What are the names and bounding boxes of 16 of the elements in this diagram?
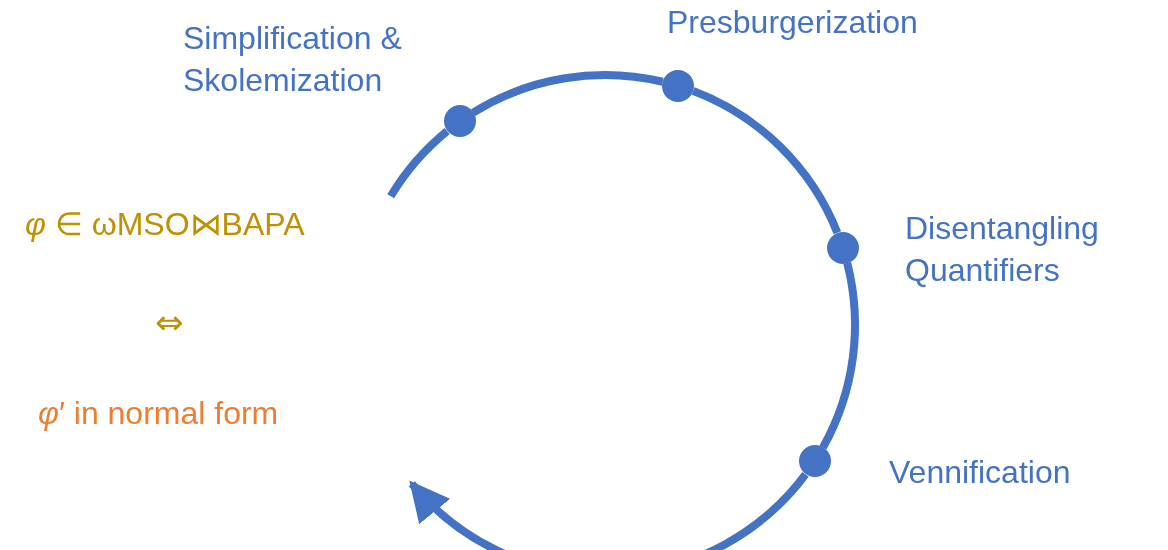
arc-line [471,71,664,117]
arc-line [387,128,450,199]
arc-line [819,262,859,450]
formula-text: φ′ in normal form [38,394,279,433]
step-label: Presburgerization [667,3,919,42]
step-dot [798,445,831,478]
arc-line [691,87,841,235]
equivalence-symbol: ⇔ [155,301,184,344]
arrow [408,471,809,550]
step-dot [826,231,859,264]
formula-text: φ ∈ ωMSO⋈BAPA [25,205,305,244]
step-dot [443,105,476,138]
step-label: Disentangling Quantifiers [905,209,1100,290]
step-dot [662,69,695,102]
step-label: Simplification & Skolemization [183,19,403,100]
step-label: Vennification [889,453,1072,492]
